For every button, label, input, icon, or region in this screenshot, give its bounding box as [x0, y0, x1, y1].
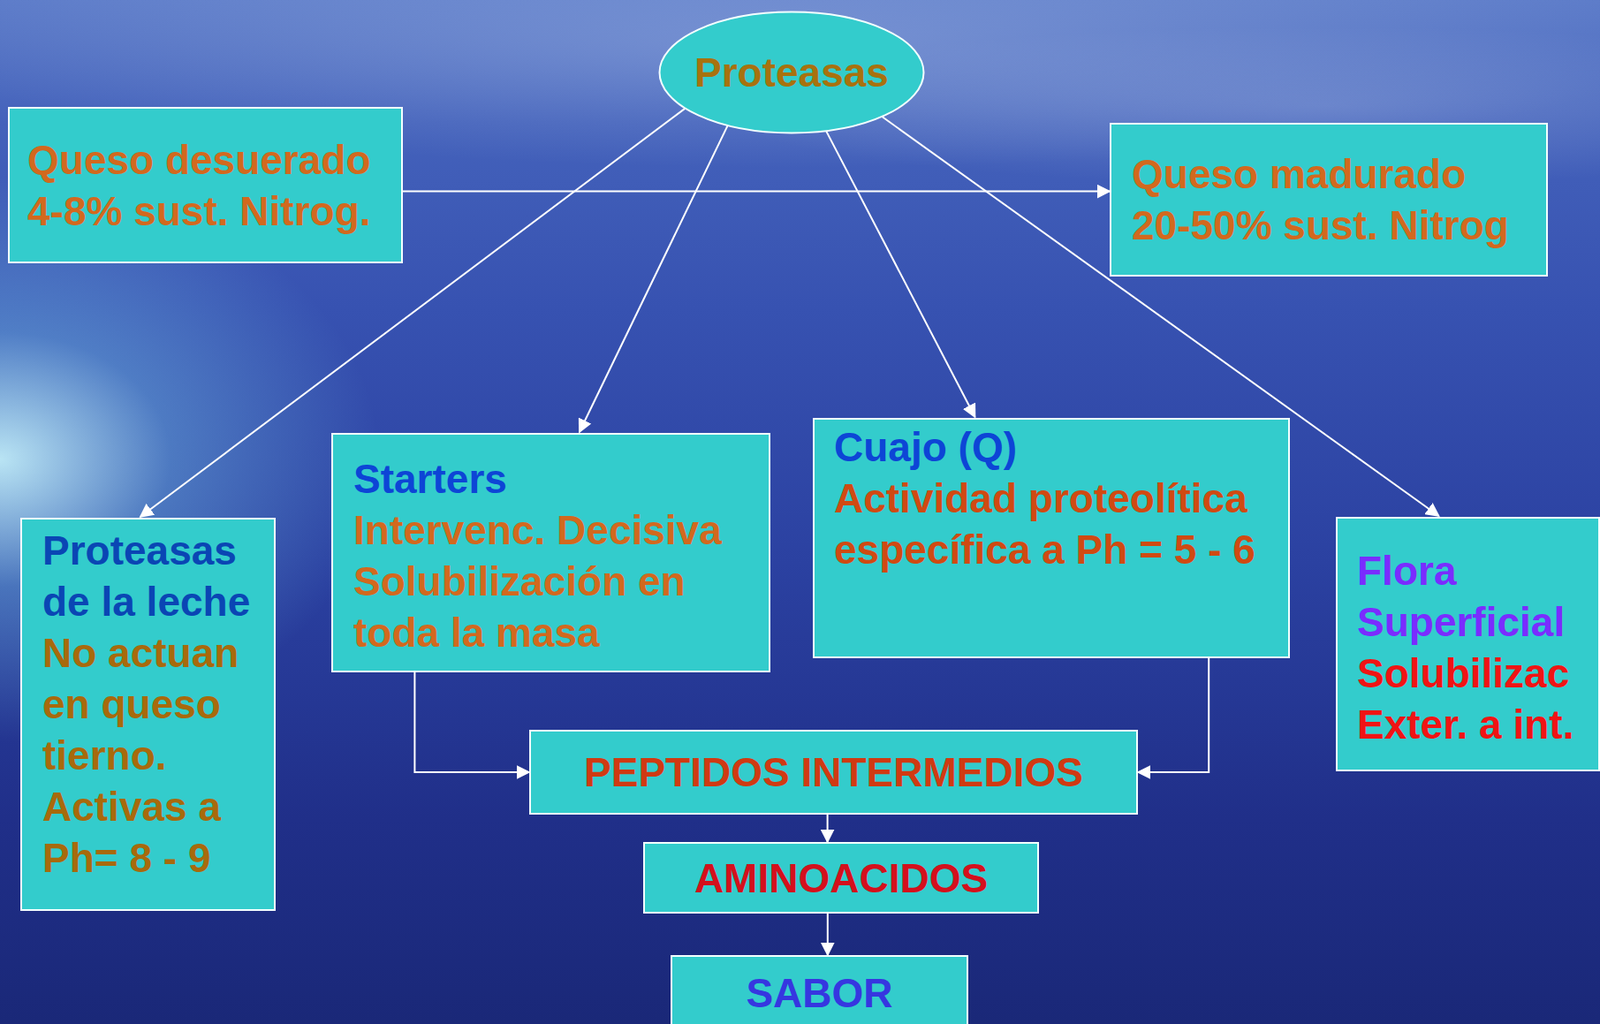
box-text: SABOR: [681, 967, 958, 1019]
connector-arrow: [826, 814, 829, 842]
box-text: No actuan en queso tierno. Activas a Ph=…: [42, 627, 269, 884]
ellipse-shape: [659, 12, 925, 134]
protease-ellipse: Proteasas: [658, 10, 926, 135]
box-heading: Cuajo (Q): [834, 421, 1282, 473]
box-text: Queso madurado 20-50% sust. Nitrog: [1131, 148, 1531, 251]
protease-source-box: Flora SuperficialSolubilizac Exter. a in…: [1335, 516, 1600, 772]
cheese-box: Queso madurado 20-50% sust. Nitrog: [1109, 122, 1548, 277]
box-text: Solubilizac Exter. a int.: [1357, 647, 1597, 751]
cheese-box: Queso desuerado 4-8% sust. Nitrog.: [7, 106, 403, 264]
protease-source-box: Cuajo (Q)Actividad proteolítica específi…: [812, 417, 1290, 659]
box-text: Intervenc. Decisiva Solubilización en to…: [353, 504, 760, 659]
connector-arrow: [826, 131, 975, 418]
product-box: AMINOACIDOS: [643, 841, 1039, 914]
product-box: PEPTIDOS INTERMEDIOS: [529, 729, 1138, 815]
connector-arrow: [579, 125, 728, 433]
box-heading: Starters: [353, 453, 760, 505]
box-heading: Proteasas de la leche: [42, 524, 269, 628]
box-text: Queso desuerado 4-8% sust. Nitrog.: [27, 134, 386, 237]
connector-arrow: [414, 672, 530, 773]
connector-arrow: [826, 913, 829, 956]
box-text: Proteasas: [665, 46, 918, 99]
box-text: Actividad proteolítica específica a Ph =…: [834, 472, 1282, 576]
box-heading: Flora Superficial: [1357, 545, 1597, 648]
result-box: SABOR: [670, 955, 969, 1024]
connector-arrow: [1137, 658, 1209, 773]
box-text: PEPTIDOS INTERMEDIOS: [539, 746, 1128, 798]
connector-arrow: [402, 190, 1110, 193]
box-text: AMINOACIDOS: [653, 852, 1029, 904]
protease-source-box: StartersIntervenc. Decisiva Solubilizaci…: [331, 432, 771, 673]
protease-source-box: Proteasas de la lecheNo actuan en queso …: [20, 517, 276, 911]
